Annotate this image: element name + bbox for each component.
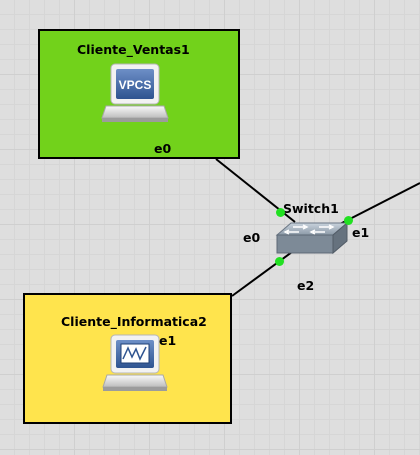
vpcs-screen-label: VPCS	[119, 78, 152, 92]
link-switch-right[interactable]	[339, 182, 420, 225]
port-label-switch-e2: e2	[297, 278, 315, 293]
port-label-ventas-e0: e0	[154, 141, 172, 156]
port-label-switch-e1: e1	[352, 225, 370, 240]
port-label-switch-e0: e0	[243, 230, 261, 245]
node-label-cliente-ventas[interactable]: Cliente_Ventas1	[77, 42, 190, 57]
vpcs-laptop-icon[interactable]: VPCS	[100, 62, 172, 126]
link-status-dot-switch-e0	[276, 208, 285, 217]
link-status-dot-switch-e1	[344, 216, 353, 225]
port-label-informatica-e1: e1	[159, 333, 177, 348]
node-label-switch[interactable]: Switch1	[283, 201, 339, 216]
monitor-laptop-icon[interactable]	[102, 333, 172, 395]
ethernet-switch-icon[interactable]	[275, 220, 351, 258]
node-label-cliente-informatica[interactable]: Cliente_Informatica2	[61, 314, 207, 329]
link-status-dot-switch-e2	[275, 257, 284, 266]
